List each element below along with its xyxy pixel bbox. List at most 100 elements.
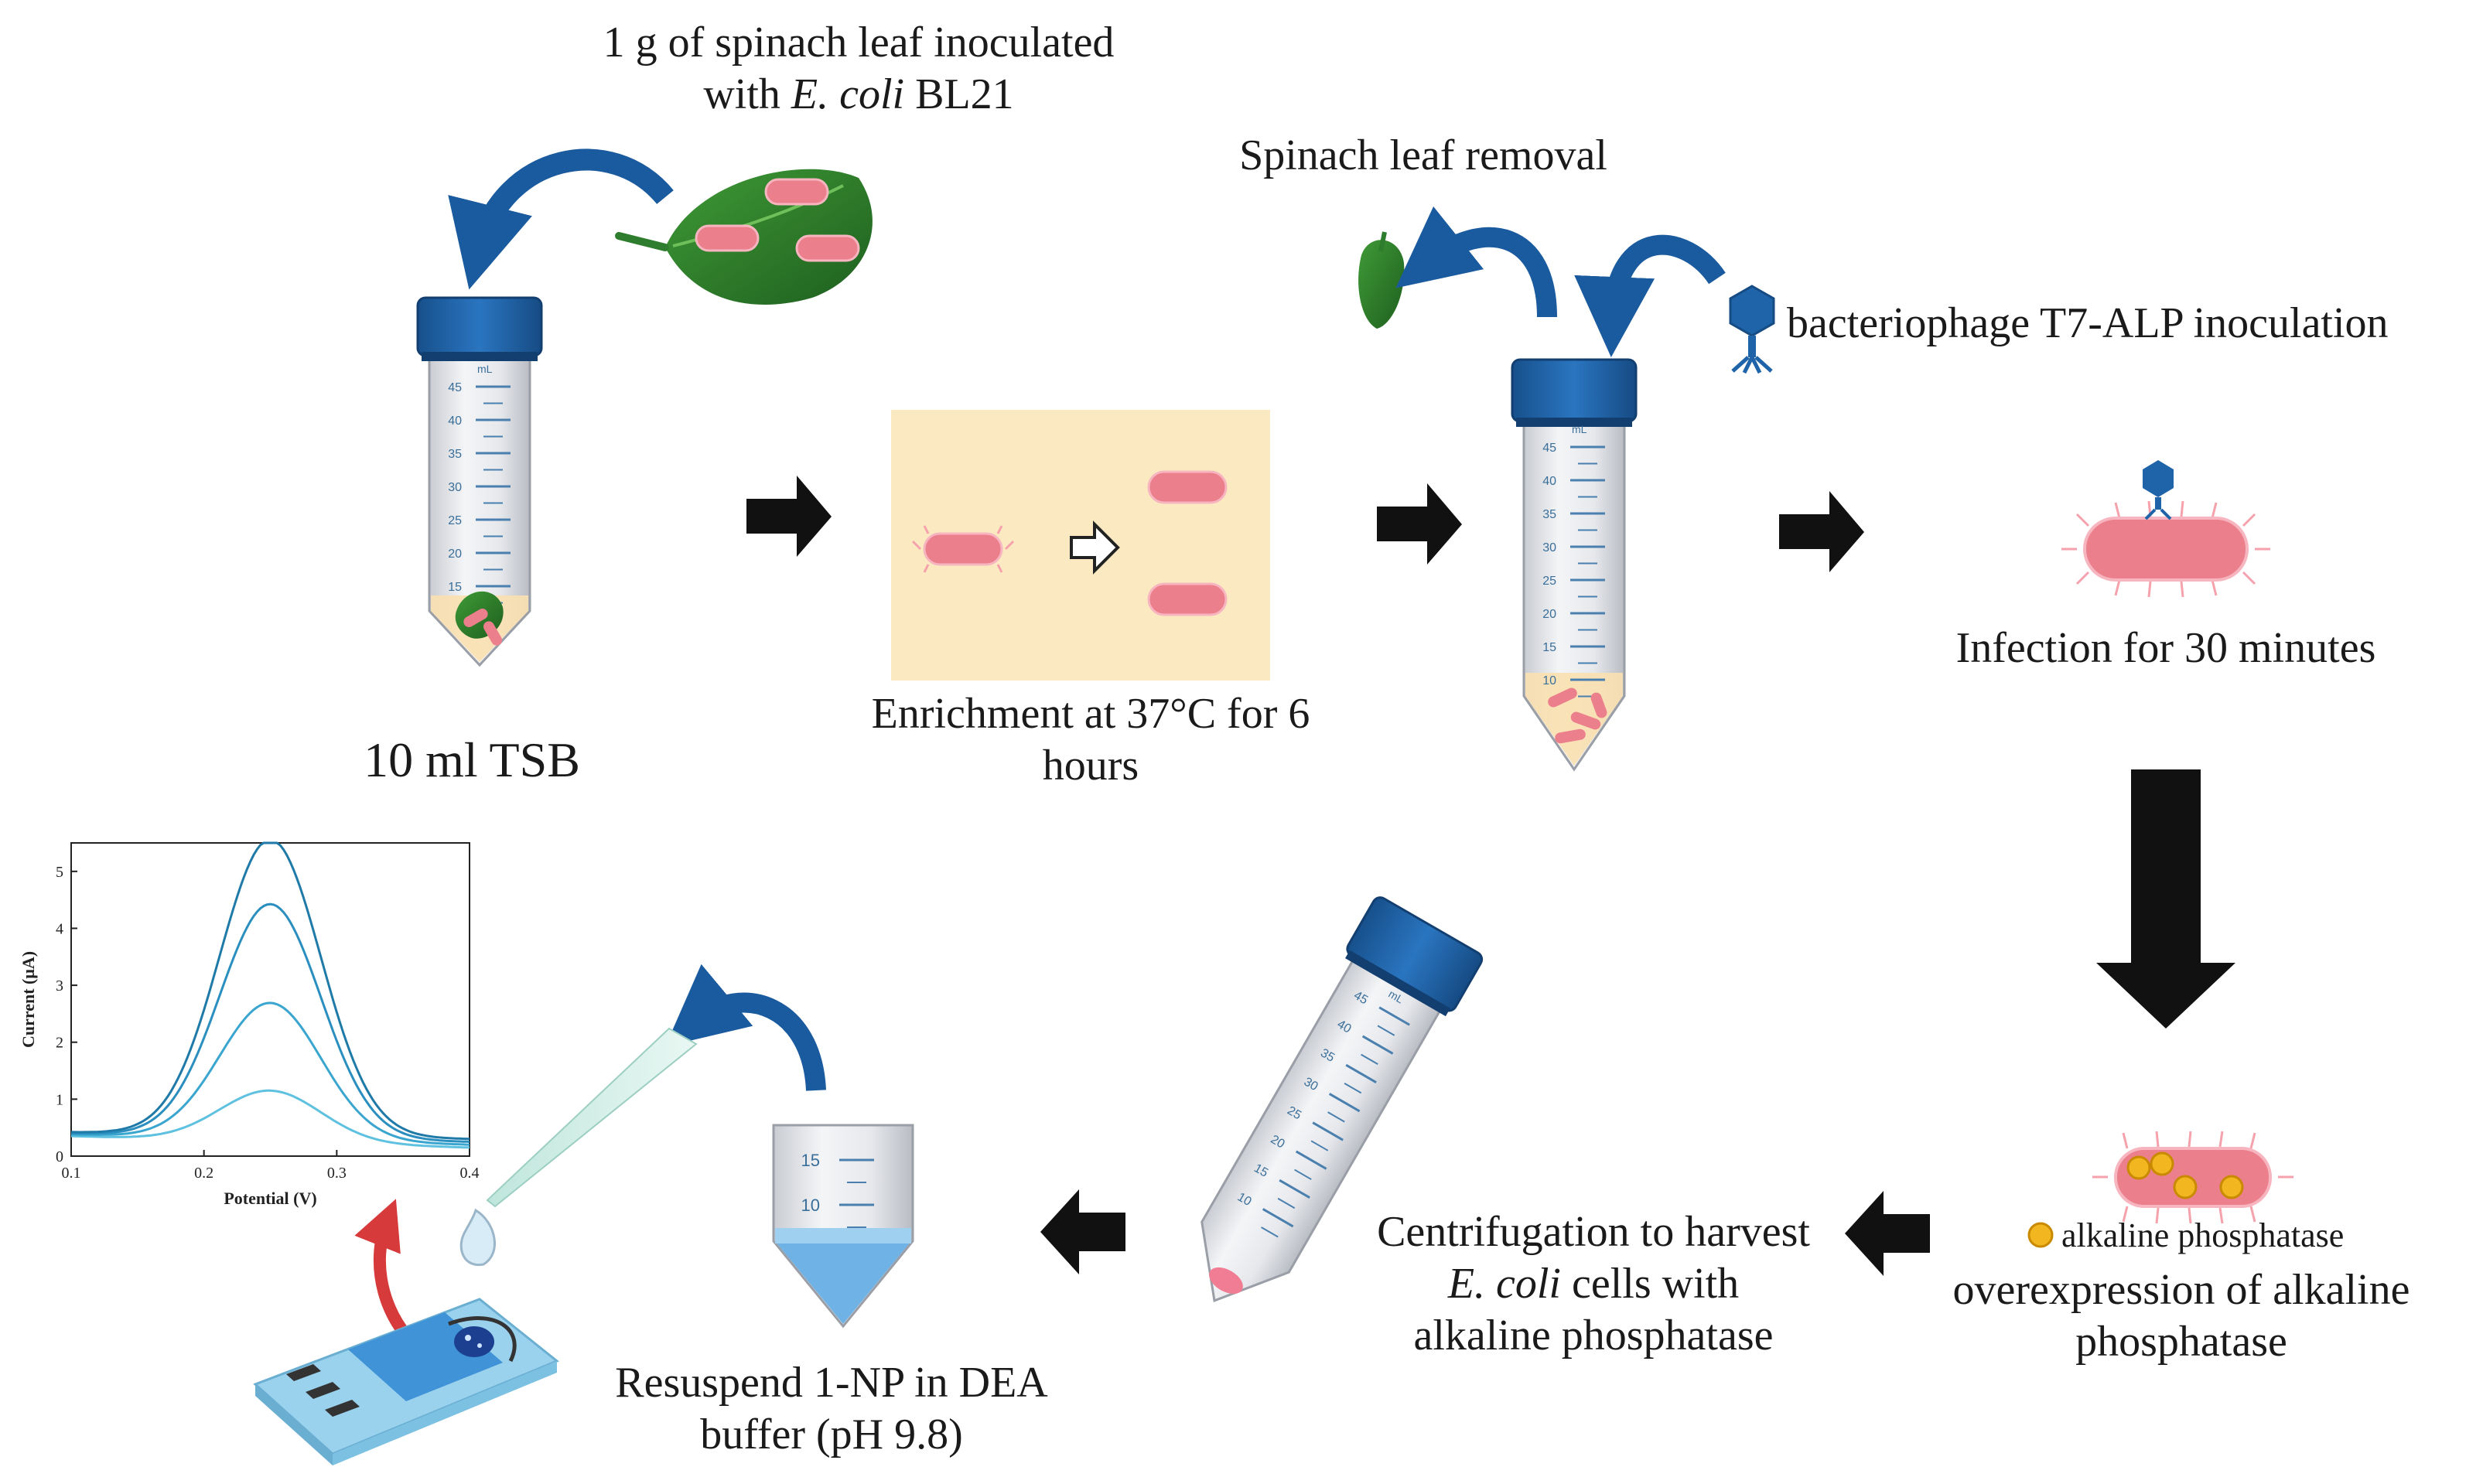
tube-unit-label: mL bbox=[1572, 423, 1587, 435]
down-arrow-icon bbox=[2096, 769, 2235, 1029]
tube-tick bbox=[1312, 1121, 1344, 1141]
y-tick-label: 3 bbox=[56, 977, 63, 994]
tube-tick bbox=[1345, 1063, 1377, 1084]
label-inoculated: 1 g of spinach leaf inoculated with E. c… bbox=[472, 17, 1245, 121]
label-centrifugation: Centrifugation to harvest E. coli cells … bbox=[1377, 1208, 1810, 1360]
infected-bacterium-icon bbox=[2061, 460, 2270, 598]
tube-tick-label: 20 bbox=[448, 548, 462, 561]
label-resuspend: Resuspend 1-NP in DEA buffer (pH 9.8) bbox=[615, 1359, 1048, 1459]
label-phage-inoculation: bacteriophage T7-ALP inoculation bbox=[1787, 299, 2389, 347]
flow-arrows bbox=[746, 476, 2235, 1276]
tube-tick-label: 15 bbox=[1252, 1162, 1270, 1180]
tube-minor-tick bbox=[1377, 1025, 1395, 1036]
inoculate-arrow-icon bbox=[448, 148, 674, 290]
phage-inoculation-arrow-icon bbox=[1574, 234, 1726, 357]
y-tick-label: 0 bbox=[56, 1148, 63, 1165]
tube-minor-tick bbox=[1310, 1140, 1329, 1151]
x-tick-label: 0.3 bbox=[327, 1165, 347, 1182]
tube-minor-tick bbox=[1261, 1226, 1279, 1238]
alp-legend-dot-icon bbox=[2027, 1222, 2054, 1248]
right-arrow-icon-2 bbox=[1377, 483, 1462, 565]
tube-tick-label: 30 bbox=[1542, 541, 1556, 554]
spinach-leaf-icon bbox=[615, 169, 873, 305]
enrichment-panel bbox=[891, 410, 1270, 681]
chart-frame bbox=[70, 842, 470, 1157]
tube-minor-tick bbox=[1294, 1168, 1312, 1180]
tube-minor-tick bbox=[1277, 1197, 1296, 1209]
tube-tick-label: 20 bbox=[1269, 1133, 1287, 1151]
tube-tick-label: 35 bbox=[1542, 508, 1556, 521]
x-tick-label: 0.2 bbox=[194, 1165, 213, 1182]
x-tick-label: 0.1 bbox=[62, 1165, 81, 1182]
tube-tick bbox=[1295, 1150, 1327, 1170]
tube-tick-label: 45 bbox=[448, 381, 462, 394]
tube-tick bbox=[1378, 1006, 1410, 1026]
x-tick-label: 0.4 bbox=[460, 1165, 480, 1182]
y-tick-label: 5 bbox=[56, 864, 63, 881]
tube-tsb: mL 45 40 35 30 25 20 15 bbox=[416, 296, 543, 667]
label-alp-legend: alkaline phosphatase bbox=[2061, 1216, 2345, 1254]
tube-tick-label: 25 bbox=[1542, 575, 1556, 588]
tube-minor-tick bbox=[1344, 1082, 1362, 1094]
tube-tick-label: 30 bbox=[1302, 1075, 1320, 1093]
tube-tick-label: 45 bbox=[1351, 989, 1370, 1008]
tube-tick-label: 40 bbox=[448, 414, 462, 428]
series-line-2 bbox=[70, 1001, 470, 1146]
series-line-4 bbox=[71, 841, 470, 1141]
tube-tick-label: 40 bbox=[1335, 1018, 1354, 1036]
tube-tick bbox=[1361, 1035, 1394, 1055]
bacterium-icon bbox=[911, 525, 1015, 573]
phage-icon bbox=[1729, 285, 1775, 374]
y-tick-label: 2 bbox=[56, 1035, 63, 1052]
tube-minor-tick bbox=[1361, 1053, 1378, 1065]
tube-tick bbox=[1279, 1179, 1310, 1199]
tube-tick bbox=[1262, 1208, 1294, 1228]
tube-tick bbox=[1328, 1093, 1361, 1113]
series-line-3 bbox=[70, 902, 470, 1143]
tube-tick-label: 40 bbox=[1542, 475, 1556, 488]
tube-tick-label: 15 bbox=[801, 1151, 820, 1170]
label-overexpression: overexpression of alkaline phosphatase bbox=[1952, 1266, 2410, 1366]
leaf-removal-arrow-icon bbox=[1395, 206, 1557, 318]
tube-unit-label: mL bbox=[477, 363, 493, 375]
tube-tick-label: 35 bbox=[448, 448, 462, 461]
y-axis-label: Current (μA) bbox=[19, 951, 38, 1048]
y-tick-label: 1 bbox=[56, 1091, 63, 1108]
label-enrichment: Enrichment at 37°C for 6 hours bbox=[871, 690, 1310, 790]
y-tick-label: 4 bbox=[56, 920, 63, 937]
tube-tick-label: 10 bbox=[801, 1196, 820, 1215]
left-arrow-icon-2 bbox=[1040, 1189, 1125, 1274]
right-arrow-icon-3 bbox=[1779, 491, 1864, 572]
tube-tick-label: 45 bbox=[1542, 442, 1556, 455]
alp-bacterium-icon bbox=[2092, 1131, 2293, 1224]
tube-tick-label: 25 bbox=[448, 514, 462, 527]
x-axis-label: Potential (V) bbox=[224, 1189, 316, 1208]
left-arrow-icon-1 bbox=[1845, 1191, 1930, 1276]
label-tsb: 10 ml TSB bbox=[364, 732, 580, 787]
pipette-arrow-icon bbox=[665, 964, 826, 1091]
tube-tick-label: 30 bbox=[448, 481, 462, 494]
removed-leaf-icon bbox=[1358, 231, 1405, 329]
tube-tick-label: 15 bbox=[448, 581, 462, 594]
tube-tick-label: 10 bbox=[1235, 1190, 1254, 1209]
label-inoculated-line2: with E. coli BL21 bbox=[703, 70, 1014, 119]
label-infection: Infection for 30 minutes bbox=[1955, 624, 2376, 672]
series-line-1 bbox=[70, 1089, 470, 1149]
tube-tick-label: 15 bbox=[1542, 641, 1556, 654]
tube-tick-label: 25 bbox=[1285, 1104, 1303, 1123]
label-inoculated-line1: 1 g of spinach leaf inoculated bbox=[603, 19, 1115, 67]
tube-minor-tick bbox=[1327, 1111, 1345, 1123]
label-leaf-removal: Spinach leaf removal bbox=[1239, 131, 1607, 179]
electrode-strip-icon bbox=[253, 1298, 559, 1465]
right-arrow-icon-1 bbox=[746, 476, 832, 557]
tube-tick-label: 10 bbox=[1542, 674, 1556, 687]
pipette-tip-icon bbox=[459, 1027, 698, 1267]
